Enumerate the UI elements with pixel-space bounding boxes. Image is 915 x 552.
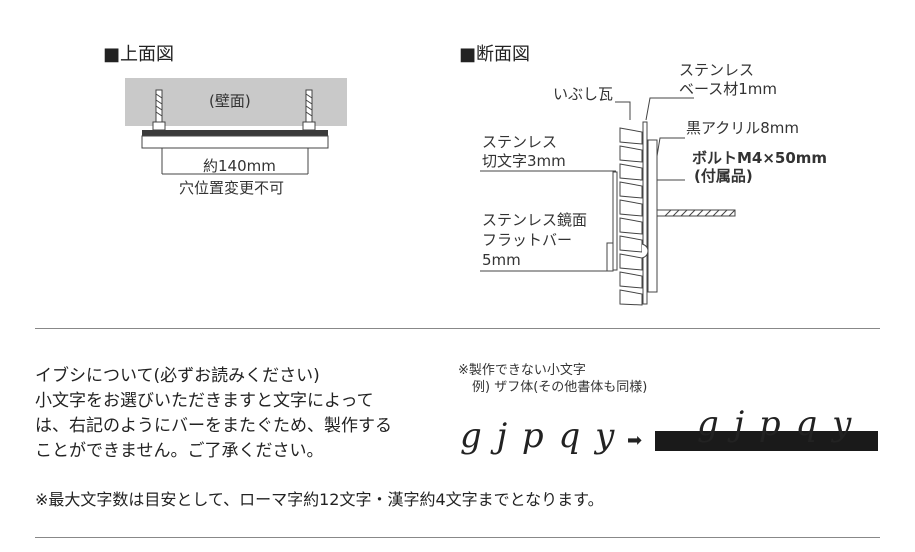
label-bar-line3: 5mm: [482, 251, 521, 269]
flat-bar: [606, 242, 614, 272]
notes-body-line1: 小文字をお選びいただきますと文字によって: [35, 391, 374, 411]
bolt: [656, 209, 736, 217]
label-bolt-line2: (付属品): [694, 167, 753, 185]
sample-letters-on-bar: g j p q y: [697, 404, 854, 444]
label-base-line2: ベース材1mm: [679, 80, 778, 98]
divider-top: [35, 328, 880, 329]
acrylic-plate: [647, 139, 658, 293]
notes-title: イブシについて(必ずお読みください): [35, 366, 320, 386]
width-dimension-label: 約140mm: [203, 157, 276, 175]
ibushi-tiles: [619, 127, 643, 306]
sample-bar: [655, 431, 878, 451]
notes-body-line3: ことができません。ご了承ください。: [35, 441, 324, 461]
plate-base: [141, 135, 329, 149]
section-view-diagram: [480, 97, 736, 306]
max-chars-note: ※最大文字数は目安として、ローマ字約12文字・漢字約4文字までとなります。: [35, 490, 604, 509]
label-bolt-line1: ボルトM4×50mm: [692, 149, 828, 167]
divider-bottom: [35, 537, 880, 538]
label-base-line1: ステンレス: [679, 61, 755, 79]
sample-letters: g j p q y: [460, 416, 617, 456]
arrow-icon: ➡: [627, 430, 643, 451]
unavailable-line2: 例) ザフ体(その他書体も同様): [472, 380, 648, 395]
hole-position-note: 穴位置変更不可: [179, 179, 285, 197]
plate: [142, 130, 328, 136]
label-bar-line1: ステンレス鏡面: [482, 211, 588, 229]
section-view-heading: ■断面図: [459, 44, 531, 65]
wall-label: (壁面): [209, 92, 251, 110]
top-view-heading: ■上面図: [103, 44, 175, 65]
label-cut-line1: ステンレス: [482, 133, 558, 151]
label-ibushi: いぶし瓦: [553, 85, 614, 103]
label-bar-line2: フラットバー: [482, 231, 573, 249]
top-view-diagram: [125, 78, 347, 175]
notes-body-line2: は、右記のようにバーをまたぐため、製作する: [35, 416, 392, 436]
base-plate: [642, 121, 648, 305]
cut-letter: [612, 171, 618, 271]
label-cut-line2: 切文字3mm: [482, 152, 566, 170]
unavailable-line1: ※製作できない小文字: [458, 363, 586, 378]
label-acrylic: 黒アクリル8mm: [686, 119, 800, 137]
